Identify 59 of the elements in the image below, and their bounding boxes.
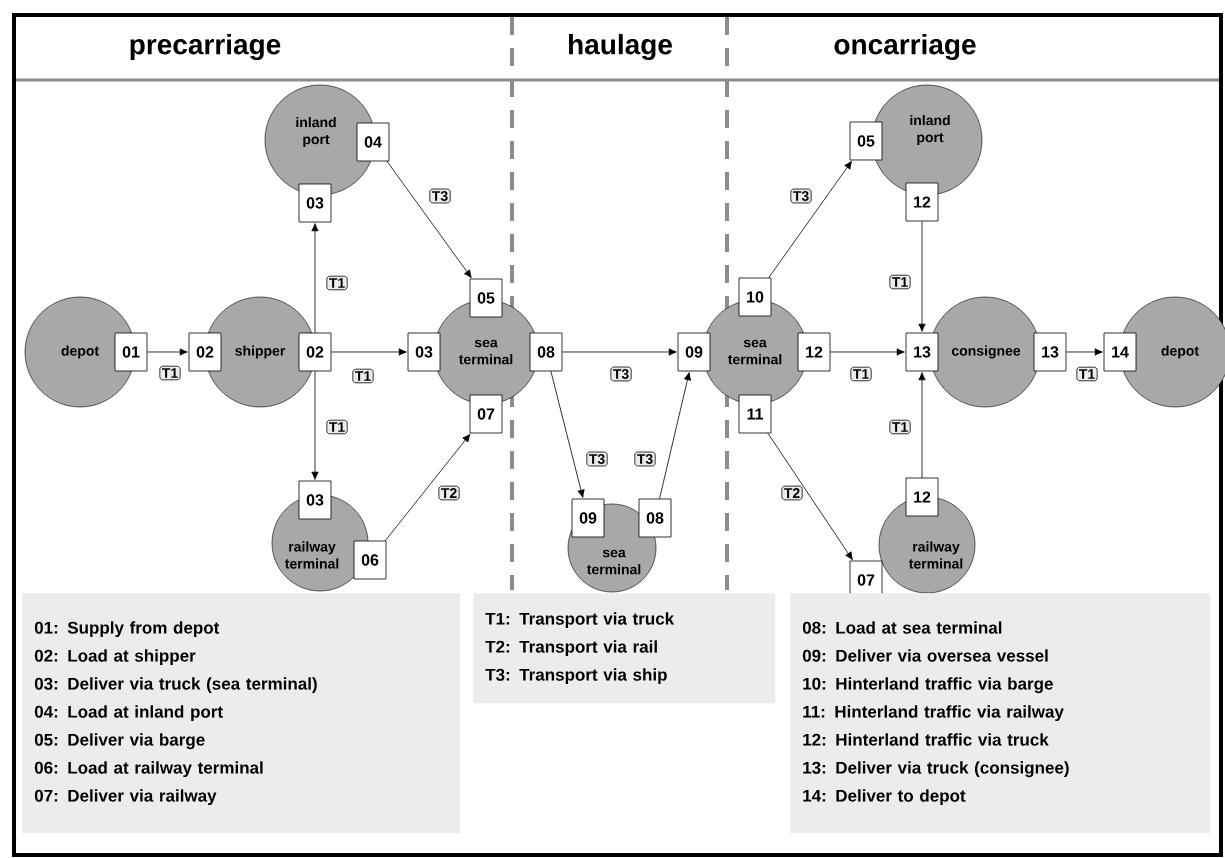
arrow	[1065, 348, 1103, 356]
activity-box: 05	[849, 121, 883, 161]
activity-box: 13	[1033, 332, 1067, 372]
arrow	[330, 348, 407, 356]
activity-box: 02	[188, 332, 222, 372]
arrow	[918, 220, 926, 332]
activity-box: 02	[298, 332, 332, 372]
arrow	[386, 160, 472, 279]
arrow	[311, 223, 319, 334]
activity-box: 04	[356, 122, 390, 162]
edge-label: T2	[438, 485, 460, 501]
activity-box: 06	[353, 540, 387, 580]
arrow	[918, 372, 926, 479]
edge-label: T1	[352, 368, 374, 384]
edge-label: T1	[326, 419, 348, 435]
section-heading: precarriage	[130, 33, 281, 61]
edge-label: T3	[586, 451, 608, 467]
activity-box: 09	[677, 332, 711, 372]
section-heading: oncarriage	[834, 33, 976, 61]
section-heading: haulage	[569, 33, 672, 61]
activity-box: 10	[738, 277, 772, 317]
edge-label: T1	[326, 275, 348, 291]
edge-label: T1	[1076, 366, 1098, 382]
arrow	[311, 370, 319, 480]
arrow	[384, 433, 471, 542]
edge-label: T1	[889, 274, 911, 290]
activity-box: 05	[469, 278, 503, 318]
activity-box: 12	[797, 332, 831, 372]
activity-box: 03	[298, 480, 332, 520]
legend-panel: 08: Load at sea terminal 09: Deliver via oversea vessel 10: Hinterland traffic via barge 11: Hinterland traffic via railway 12: Hinterland traffic via truck 13: Deliver via truck (consignee) 14: Deliver to depot	[790, 593, 1211, 834]
activity-box: 09	[571, 498, 605, 538]
arrow	[659, 372, 692, 500]
arrow	[550, 370, 585, 498]
edge-label: T1	[889, 419, 911, 435]
edge-label: T1	[850, 366, 872, 382]
arrow	[561, 348, 677, 356]
edge-label: T3	[634, 451, 656, 467]
activity-box: 14	[1103, 332, 1137, 372]
arrow	[829, 348, 905, 356]
activity-box: 01	[114, 332, 148, 372]
edge-label: T3	[429, 188, 451, 204]
activity-box: 03	[298, 183, 332, 223]
edge-label: T2	[781, 485, 803, 501]
edge-label: T1	[159, 365, 181, 381]
activity-box: 03	[407, 332, 441, 372]
activity-box: 08	[529, 332, 563, 372]
activity-box: 12	[905, 182, 939, 222]
activity-box: 08	[638, 498, 672, 538]
legend-panel: 01: Supply from depot 02: Load at shipper 03: Deliver via truck (sea terminal) 04: Load at inland port 05: Deliver via barge 06: Load at railway terminal 07: Deliver via railway	[22, 593, 461, 834]
arrow	[768, 160, 852, 279]
edge-label: T3	[790, 188, 812, 204]
legend-panel: T1: Transport via truck T2: Transport via rail T3: Transport via ship	[473, 593, 776, 704]
activity-box: 12	[905, 477, 939, 517]
edge-label: T3	[610, 366, 632, 382]
activity-box: 13	[905, 332, 939, 372]
activity-box: 11	[738, 394, 772, 434]
activity-box: 07	[469, 394, 503, 434]
arrow	[767, 432, 853, 561]
arrow	[146, 348, 188, 356]
